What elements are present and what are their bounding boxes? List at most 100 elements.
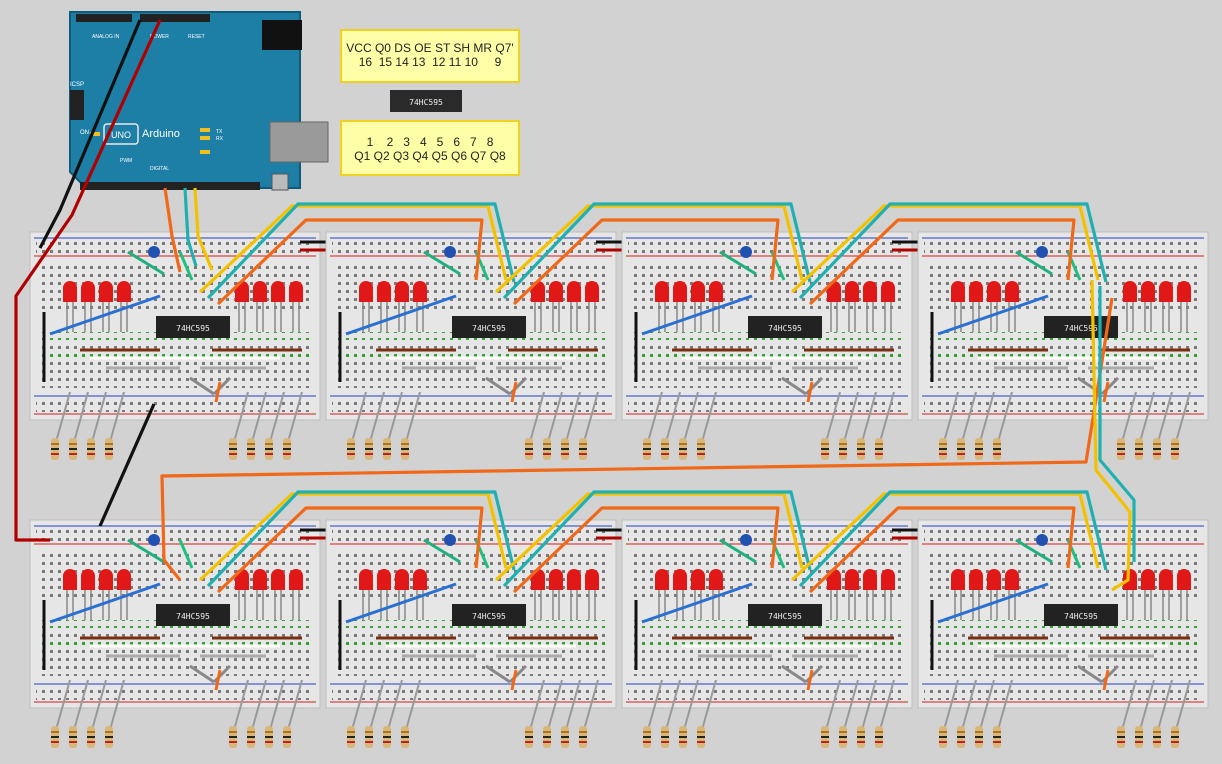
led [881,281,895,302]
led [845,281,859,302]
shift-register-chip [748,316,822,338]
led [395,569,409,590]
led [1005,281,1019,302]
led [673,569,687,590]
tx-label: TX [216,129,223,135]
latch-wire [512,218,780,306]
led [1159,281,1173,302]
led [1123,569,1137,590]
led [359,281,373,302]
header-analog [76,14,132,22]
led [863,569,877,590]
led [271,569,285,590]
breadboard-3: 74HC595 [621,231,926,460]
led [1177,569,1191,590]
breadboard-grid: 74HC595 74HC595 74HC595 74HC595 74HC595 74HC5… [29,231,1209,748]
led [567,569,581,590]
capacitor [444,534,456,546]
breadboard-8: 74HC595 [917,519,1209,748]
arduino-clock-wire [183,187,198,267]
chip-label: 74HC595 [176,612,210,621]
led [81,569,95,590]
chip-label: 74HC595 [1064,612,1098,621]
led [951,281,965,302]
led [117,569,131,590]
on-label: ON [80,130,89,136]
latch-wire [808,506,1076,594]
latch-wire [216,218,484,306]
reset-button [271,173,289,191]
chip-label: 74HC595 [768,324,802,333]
clock-wire [798,490,1108,588]
arduino-data-wire [193,187,214,271]
wires [14,19,1136,594]
pinout-top-names: VCC Q0 DS OE ST SH MR Q7' [346,41,513,55]
led [395,281,409,302]
header-digital [80,182,260,190]
led [413,281,427,302]
breadboard-7: 74HC595 [621,519,926,748]
arduino-brand: Arduino [142,128,180,140]
led [117,281,131,302]
power-jack [262,20,302,50]
data-wire [198,492,508,582]
shift-register-chip [1044,604,1118,626]
arduino-latch-wire [163,187,182,273]
data-wire [494,492,804,582]
gnd-bridge-wire [98,403,156,527]
cascade-clock-wire [1098,286,1136,562]
arduino-uno-board: UNO Arduino ANALOG IN POWER ICSP ON TX R… [69,11,329,191]
clock-wire [206,490,516,588]
led [359,569,373,590]
breadboard-1: 74HC595 [29,231,334,460]
led [655,569,669,590]
led [969,281,983,302]
led [377,569,391,590]
led [1159,569,1173,590]
power-label: POWER [150,34,169,40]
rx-label: RX [216,136,224,142]
led [691,281,705,302]
led [655,281,669,302]
led [1141,569,1155,590]
breadboard-5: 74HC595 [29,519,334,748]
led [691,569,705,590]
capacitor [444,246,456,258]
digital-label: DIGITAL [150,166,169,172]
led [709,281,723,302]
pwm-label: PWM [120,158,132,164]
led [969,569,983,590]
clock-wire [502,202,812,300]
led [1141,281,1155,302]
vcc-wire [14,19,162,542]
latch-wire [216,506,484,594]
capacitor [148,246,160,258]
data-wire [494,204,804,294]
usb-port [269,121,329,163]
chip-label: 74HC595 [472,324,506,333]
chip-label: 74HC595 [768,612,802,621]
led [253,569,267,590]
led [63,569,77,590]
led [271,281,285,302]
chip-label: 74HC595 [1064,324,1098,333]
led [673,281,687,302]
led [99,569,113,590]
led [413,569,427,590]
led [845,569,859,590]
shift-register-chip [748,604,822,626]
pinout-bottom-note: 1 2 3 4 5 6 7 8 Q1 Q2 Q3 Q4 Q5 Q6 Q7 Q8 [340,120,520,176]
pinout-bottom-numbers: 1 2 3 4 5 6 7 8 [367,135,494,149]
capacitor [1036,534,1048,546]
latch-wire [808,218,1076,306]
breadboard-4: 74HC595 [917,231,1209,460]
clock-wire [798,202,1108,300]
arduino-model: UNO [111,130,131,140]
analog-in-label: ANALOG IN [92,34,120,40]
led [567,281,581,302]
capacitor [1036,246,1048,258]
icsp-label: ICSP [70,82,84,88]
led [863,281,877,302]
pinout-top-note: VCC Q0 DS OE ST SH MR Q7' 16 15 14 13 12… [340,29,520,83]
